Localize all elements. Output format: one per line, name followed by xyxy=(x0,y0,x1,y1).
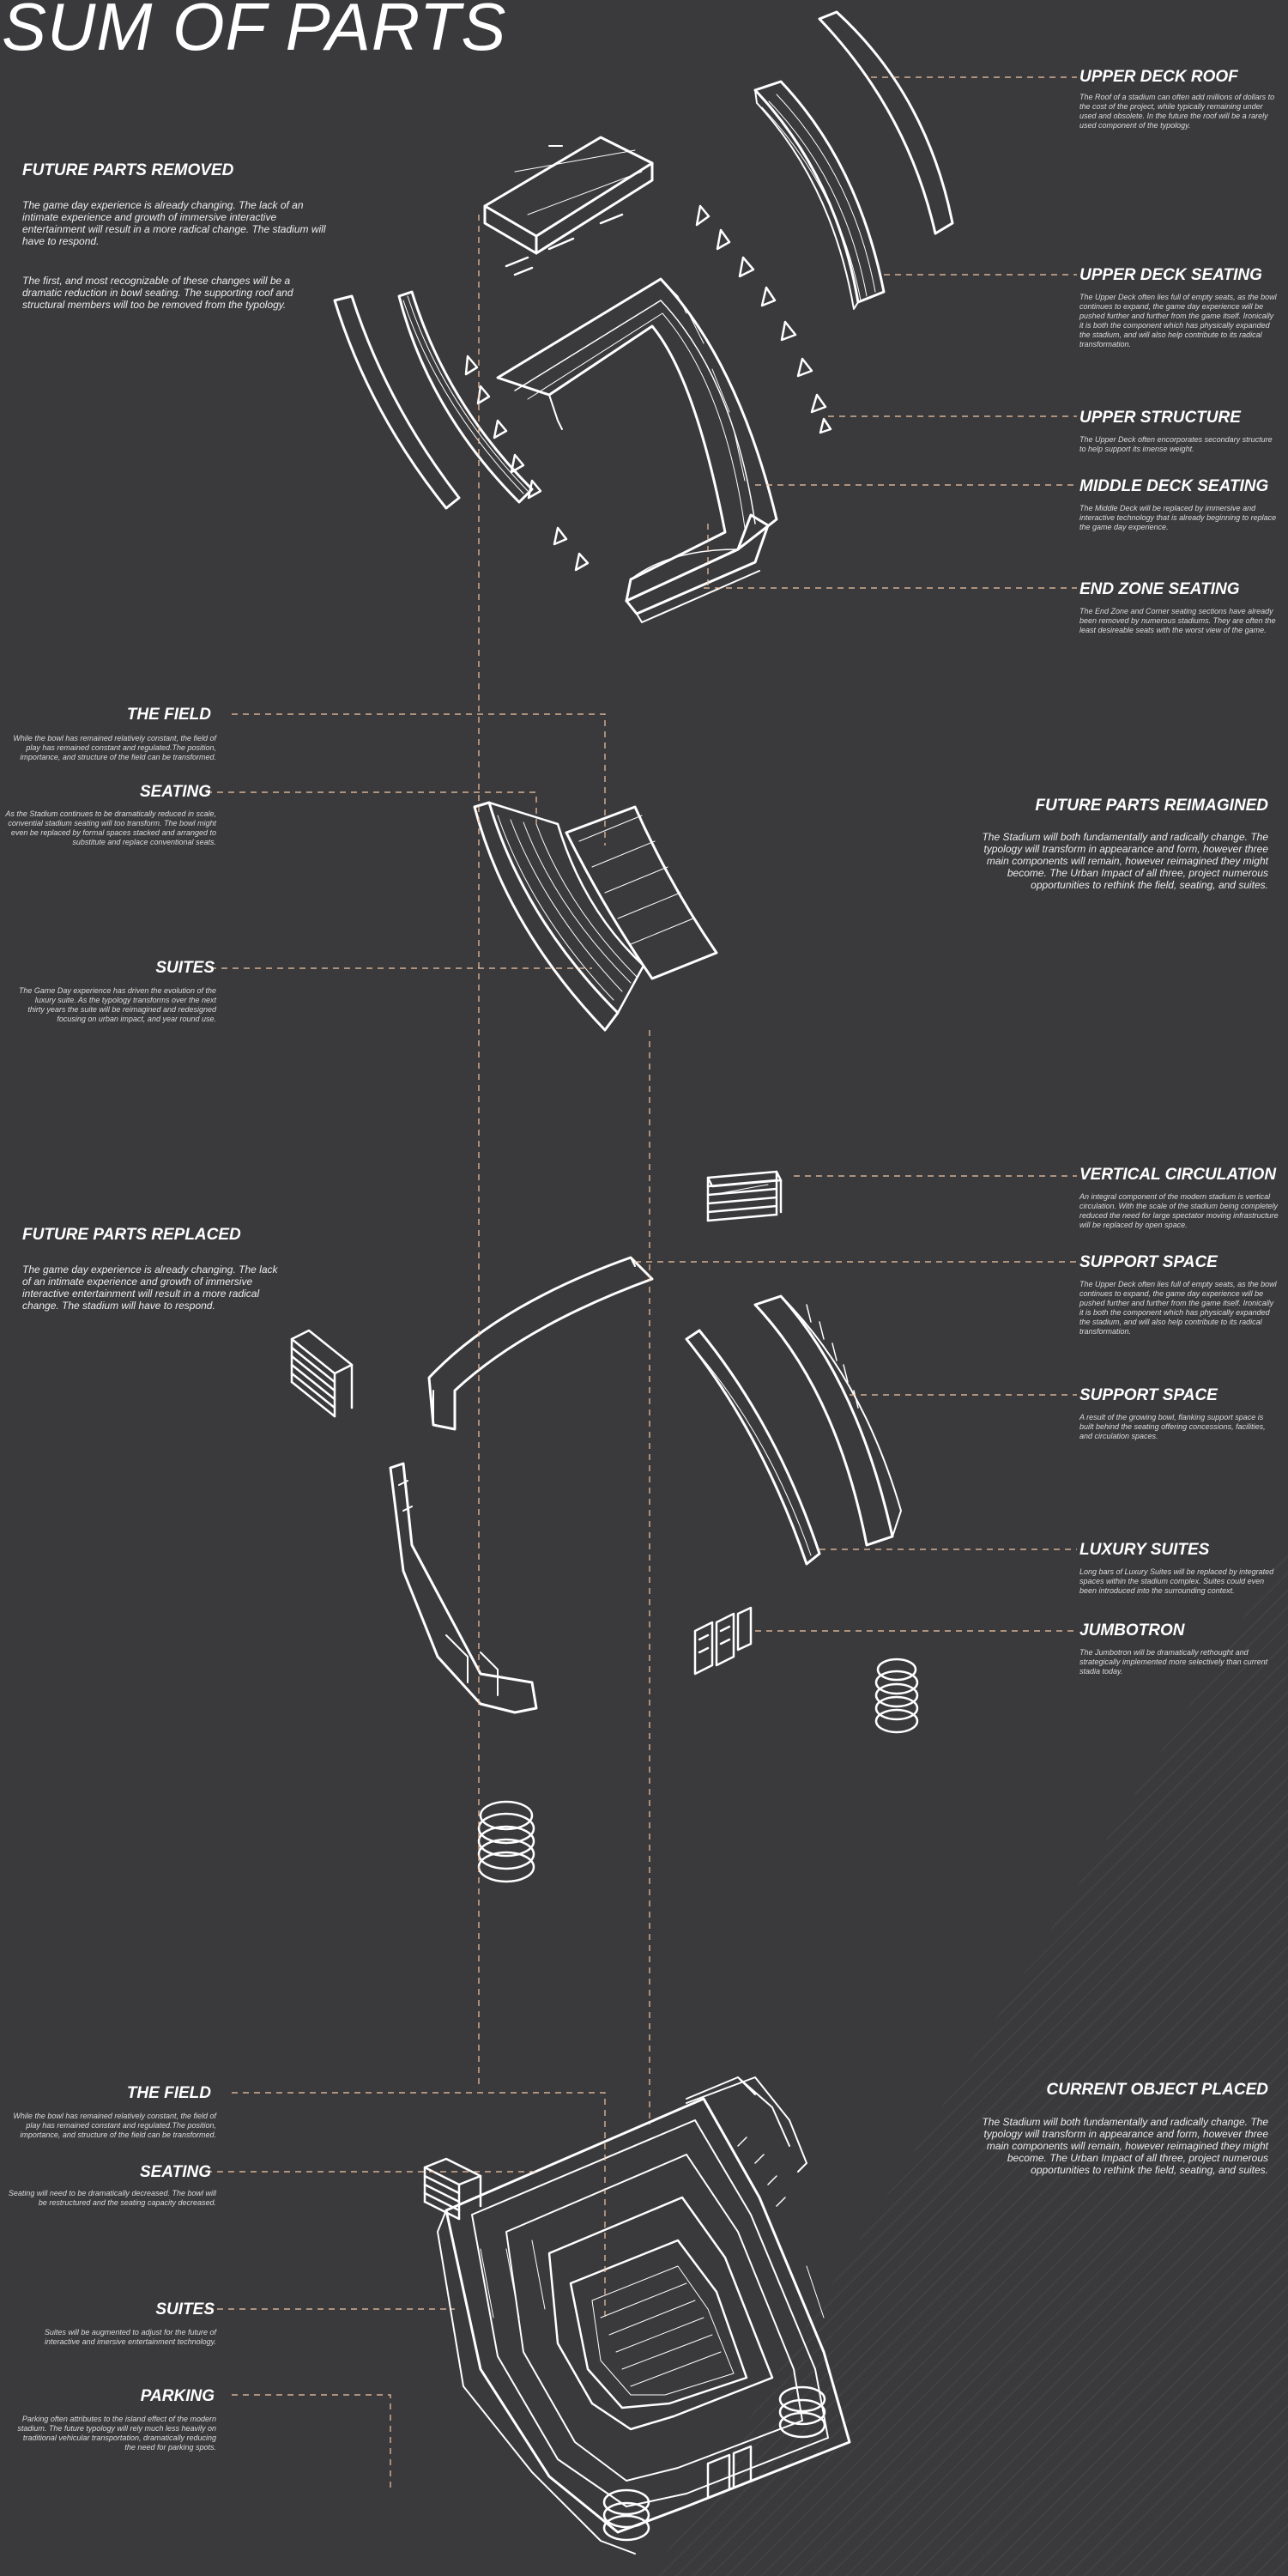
removed-intro-paragraph: The game day experience is already chang… xyxy=(22,199,326,247)
current-stadium-towers xyxy=(602,2385,826,2542)
label-end-zone-seating-text: The End Zone and Corner seating sections… xyxy=(1079,607,1276,634)
label-suites: SUITES xyxy=(155,959,215,977)
label-upper-deck-seating-text: The Upper Deck often lies full of empty … xyxy=(1079,293,1277,349)
label-seating: SEATING xyxy=(139,783,211,801)
label-luxury-suites: LUXURY SUITES xyxy=(1079,1541,1210,1559)
support-space-left-arc xyxy=(427,1256,654,1431)
label-vertical-circulation-text: An integral component of the modern stad… xyxy=(1079,1192,1279,1229)
placed-paragraph: The Stadium will both fundamentally and … xyxy=(982,2116,1268,2176)
label-suites-text: The Game Day experience has driven the e… xyxy=(18,986,216,1023)
label-upper-deck-seating: UPPER DECK SEATING xyxy=(1079,266,1262,284)
label-support-space-2-text: A result of the growing bowl, flanking s… xyxy=(1079,1413,1266,1440)
current-stadium xyxy=(437,2076,851,2555)
vertical-circulation-stack xyxy=(290,1170,783,1418)
label-support-space-1-text: The Upper Deck often lies full of empty … xyxy=(1079,1280,1277,1336)
label-placed-the-field-text: While the bowl has remained relatively c… xyxy=(13,2112,216,2139)
label-placed-parking: PARKING xyxy=(140,2387,215,2405)
label-placed-seating-text: Seating will need to be dramatically dec… xyxy=(8,2189,216,2207)
page-title: SUM OF PARTS xyxy=(2,0,507,64)
label-placed-suites-text: Suites will be augmented to adjust for t… xyxy=(44,2328,216,2346)
upper-deck-roof xyxy=(483,10,954,255)
leader-lines xyxy=(206,76,1077,2489)
middle-deck-seating xyxy=(496,277,778,603)
label-placed-suites: SUITES xyxy=(155,2300,215,2318)
label-upper-deck-roof-text: The Roof of a stadium can often add mill… xyxy=(1079,93,1275,130)
label-upper-structure: UPPER STRUCTURE xyxy=(1079,409,1241,427)
upper-deck-seating xyxy=(333,80,886,510)
label-luxury-suites-text: Long bars of Luxury Suites will be repla… xyxy=(1079,1567,1274,1595)
label-upper-structure-text: The Upper Deck often encorporates second… xyxy=(1079,435,1273,453)
reimagined-seating xyxy=(473,801,645,1032)
label-end-zone-seating: END ZONE SEATING xyxy=(1079,580,1240,598)
label-placed-parking-text: Parking often attributes to the island e… xyxy=(17,2415,216,2452)
heading-future-parts-replaced: FUTURE PARTS REPLACED xyxy=(22,1226,241,1244)
cylinder-stacks xyxy=(477,1658,919,1883)
upper-structure-triangles xyxy=(464,204,832,572)
label-support-space-2: SUPPORT SPACE xyxy=(1079,1386,1218,1404)
label-placed-seating: SEATING xyxy=(139,2163,211,2181)
label-support-space-1: SUPPORT SPACE xyxy=(1079,1253,1218,1271)
current-seating-stack xyxy=(423,2076,807,2221)
label-upper-deck-roof: UPPER DECK ROOF xyxy=(1079,68,1238,86)
label-the-field-text: While the bowl has remained relatively c… xyxy=(13,734,216,761)
label-placed-the-field: THE FIELD xyxy=(126,2084,211,2102)
support-space-right xyxy=(753,1294,902,1547)
luxury-suites-arc xyxy=(685,1329,821,1566)
heading-future-parts-removed: FUTURE PARTS REMOVED xyxy=(22,161,234,179)
heading-future-parts-reimagined: FUTURE PARTS REIMAGINED xyxy=(1035,797,1268,815)
label-jumbotron-text: The Jumbotron will be dramatically retho… xyxy=(1079,1648,1268,1676)
reimagined-field xyxy=(565,805,718,980)
heading-current-object-placed: CURRENT OBJECT PLACED xyxy=(1046,2081,1268,2099)
jumbotron-screens xyxy=(693,1606,753,1676)
label-the-field: THE FIELD xyxy=(126,706,211,724)
label-seating-text: As the Stadium continues to be dramatica… xyxy=(5,809,216,846)
reimagined-paragraph: The Stadium will both fundamentally and … xyxy=(982,831,1268,891)
support-space-left-wall xyxy=(389,1462,538,1714)
removed-second-paragraph: The first, and most recognizable of thes… xyxy=(22,275,293,311)
label-jumbotron: JUMBOTRON xyxy=(1079,1621,1185,1640)
replaced-paragraph: The game day experience is already chang… xyxy=(22,1264,278,1312)
label-vertical-circulation: VERTICAL CIRCULATION xyxy=(1079,1166,1277,1184)
label-middle-deck-seating-text: The Middle Deck will be replaced by imme… xyxy=(1079,504,1277,531)
label-middle-deck-seating: MIDDLE DECK SEATING xyxy=(1079,477,1269,495)
